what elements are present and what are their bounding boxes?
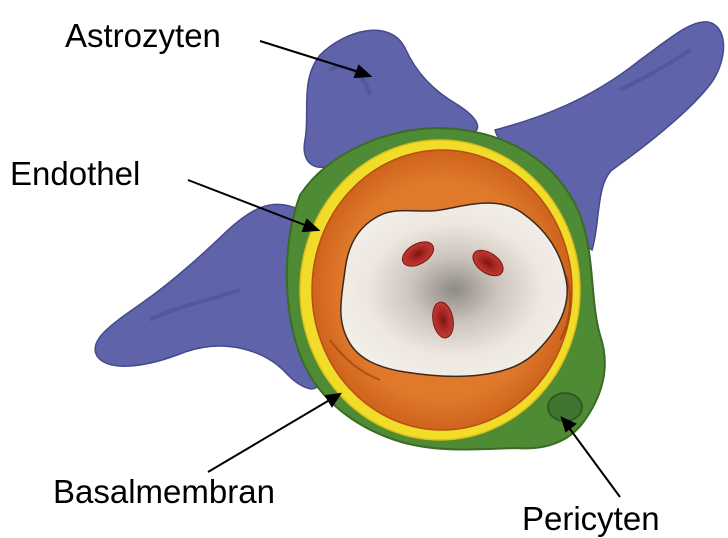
label-endothel: Endothel [10, 157, 140, 190]
arrow-pericyten [567, 425, 620, 497]
label-basalmembran: Basalmembran [53, 475, 275, 508]
vessel-lumen [341, 203, 567, 376]
astrocyte-left [95, 204, 318, 388]
arrow-basalmembran [208, 398, 333, 472]
pericyte-nucleus [548, 393, 582, 421]
label-pericyten: Pericyten [522, 502, 660, 535]
label-astrozyten: Astrozyten [65, 19, 221, 52]
